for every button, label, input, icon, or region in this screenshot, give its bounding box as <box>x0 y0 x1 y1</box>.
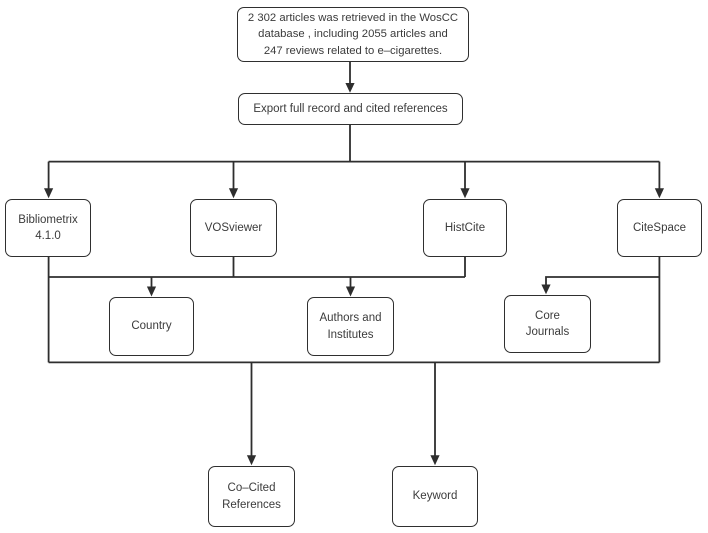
arrowhead-vosviewer <box>228 188 239 199</box>
node-country-label: Country <box>131 320 172 333</box>
node-citespace: CiteSpace <box>617 199 702 257</box>
node-core-journals: Core Journals <box>504 295 591 353</box>
node-authors-institutes: Authors and Institutes <box>307 297 394 356</box>
node-bibliometrix: Bibliometrix 4.1.0 <box>5 199 91 257</box>
node-histcite: HistCite <box>423 199 507 257</box>
edge-bus-citespace <box>654 161 664 199</box>
edge-bus-histcite <box>460 161 470 199</box>
node-vosviewer: VOSviewer <box>190 199 277 257</box>
node-retrieval: 2 302 articles was retrieved in the WosC… <box>237 7 469 62</box>
node-keyword-label: Keyword <box>412 490 458 503</box>
edge-retrieval-export <box>345 62 355 93</box>
node-retrieval-label: 2 302 articles was retrieved in the WosC… <box>247 11 459 57</box>
arrowhead-bibliometrix <box>44 188 54 199</box>
edge-citespace-corejournals <box>541 276 660 295</box>
arrowhead-cocited <box>246 455 257 466</box>
edge-export-bus <box>48 125 660 163</box>
edge-bus-bibliometrix <box>44 161 54 199</box>
arrowhead-core-journals <box>541 284 551 295</box>
edge-line <box>48 257 466 278</box>
node-cocited-references-label: Co–Cited References <box>222 482 281 511</box>
node-citespace-label: CiteSpace <box>632 221 687 234</box>
node-country: Country <box>109 297 194 356</box>
node-export-record: Export full record and cited references <box>238 93 463 125</box>
edge-midbus-country <box>146 277 157 297</box>
node-vosviewer-label: VOSviewer <box>204 221 263 234</box>
arrowhead-country <box>146 286 157 297</box>
arrowhead-citespace <box>654 188 664 199</box>
edge-mid-bus <box>48 257 466 278</box>
arrowhead-keyword <box>430 455 440 466</box>
edge-bus-keyword <box>430 362 440 466</box>
node-export-record-label: Export full record and cited references <box>253 102 448 115</box>
edge-midbus-authors <box>345 277 356 297</box>
node-keyword: Keyword <box>392 466 478 527</box>
arrowhead-export <box>345 83 355 93</box>
node-cocited-references: Co–Cited References <box>208 466 295 527</box>
edge-bus-vosviewer <box>228 161 239 199</box>
edge-line <box>545 276 660 287</box>
edge-bus-cocited <box>246 362 257 466</box>
node-bibliometrix-label: Bibliometrix 4.1.0 <box>18 213 78 242</box>
node-histcite-label: HistCite <box>444 221 486 234</box>
edge-line <box>48 125 660 163</box>
arrowhead-histcite <box>460 188 470 199</box>
node-core-journals-label: Core Journals <box>525 309 570 338</box>
arrowhead-authors <box>345 286 356 297</box>
node-authors-institutes-label: Authors and Institutes <box>319 312 382 341</box>
